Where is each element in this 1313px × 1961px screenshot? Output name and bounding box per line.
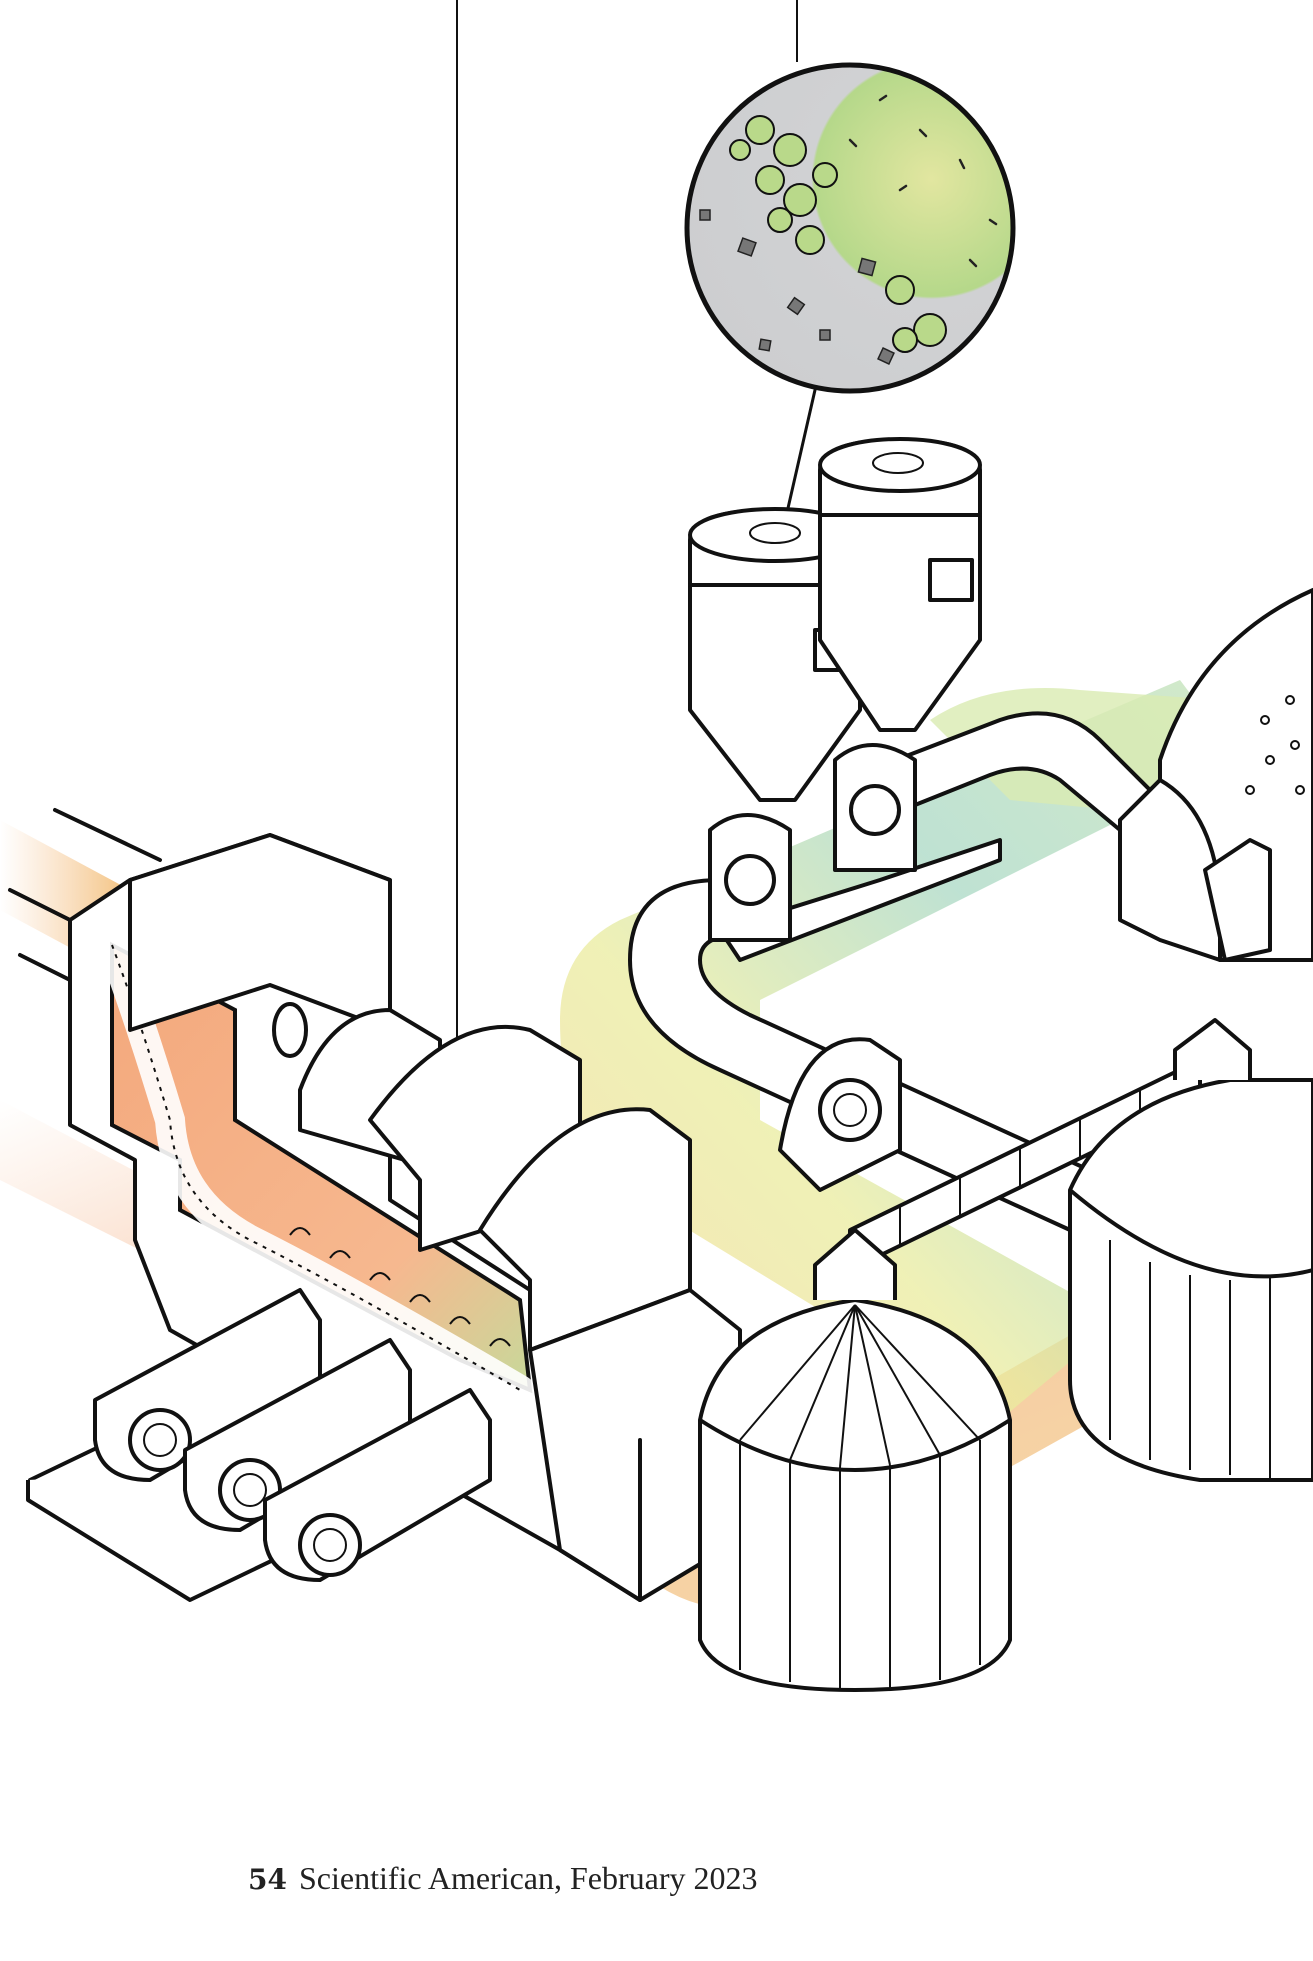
page-footer: 54 Scientific American, February 2023	[248, 1860, 758, 1897]
cement-kiln	[68, 833, 742, 1602]
page-number: 54	[248, 1863, 287, 1896]
zoom-leader	[781, 388, 817, 532]
pipe-pump	[778, 1037, 902, 1192]
fan-3	[263, 1388, 492, 1582]
storage-silo	[698, 1228, 1012, 1692]
fan-1	[93, 1288, 322, 1482]
publication-title: Scientific American, February 2023	[298, 1860, 758, 1896]
twin-silos	[688, 437, 1002, 962]
microscopic-zoom-circle	[684, 62, 1016, 394]
storage-silo-right	[1068, 1018, 1313, 1482]
ball-mill	[1118, 588, 1313, 962]
clinker-cooler-fans	[26, 1288, 492, 1602]
